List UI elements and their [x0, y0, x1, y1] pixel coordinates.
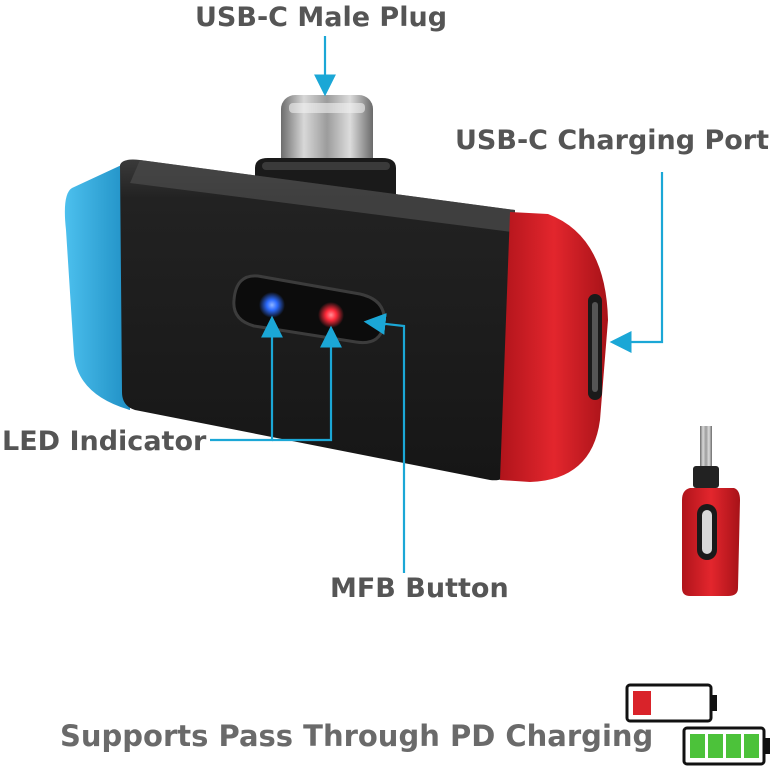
callout-led-red [272, 325, 342, 442]
callout-port [609, 172, 664, 353]
label-usb-c-male-plug: USB-C Male Plug [195, 2, 448, 33]
label-usb-c-charging-port: USB-C Charging Port [455, 125, 770, 156]
side-view [682, 426, 740, 596]
battery-low-icon [625, 683, 717, 723]
callout-mfb [363, 313, 406, 573]
led-red [318, 302, 344, 328]
led-blue [259, 292, 285, 318]
battery-full-icon [682, 726, 770, 766]
label-led-indicator: LED Indicator [2, 426, 207, 457]
label-mfb-button: MFB Button [330, 573, 509, 604]
callouts [210, 36, 664, 573]
label-pass-through-charging: Supports Pass Through PD Charging [60, 719, 654, 753]
